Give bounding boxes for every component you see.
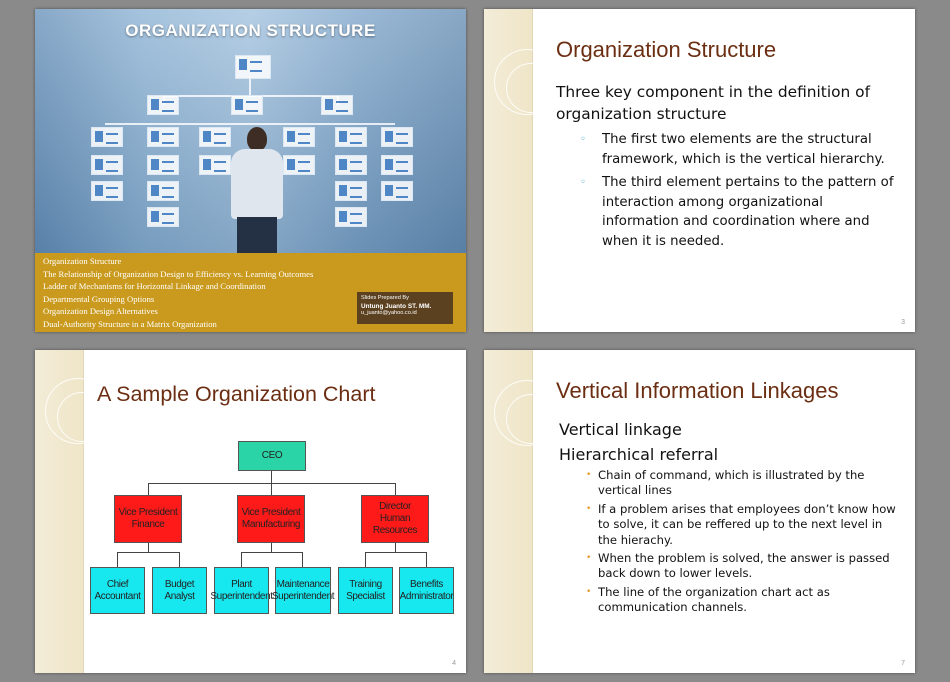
org-box-icon [147,95,179,115]
org-box-icon [231,95,263,115]
topic-list: Organization Structure The Relationship … [43,255,313,331]
org-box-icon [335,207,367,227]
bullet-marker: ◦ [580,134,586,145]
org-box-icon [335,181,367,201]
slide-4-bullets: •Chain of command, which is illustrated … [586,468,904,619]
org-box-icon [321,95,353,115]
slide-1-thumbnail[interactable]: ORGANIZATION STRUCTURE Organization Stru… [35,9,466,332]
org-box-icon [199,155,231,175]
org-box-icon [381,127,413,147]
org-box-icon [147,127,179,147]
bullet-marker: ◦ [580,177,586,188]
title-photo-org-chart [35,9,466,253]
credit-email: u_juanto@yahoo.co.id [361,310,417,316]
slide-number: 3 [901,319,905,326]
org-box-icon [335,127,367,147]
slide-3-thumbnail[interactable]: A Sample Organization Chart CEO Vice Pre… [35,350,466,673]
slide-2-title: Organization Structure [556,37,777,62]
org-box-icon [147,207,179,227]
slide-4-title: Vertical Information Linkages [556,378,839,403]
slide-4-line-hierarchical-referral: Hierarchical referral [559,445,719,464]
org-box-icon [335,155,367,175]
org-box-icon [381,155,413,175]
decorative-band [484,9,560,332]
org-box-icon [283,127,315,147]
topic-item: Dual-Authority Structure in a Matrix Org… [43,318,217,329]
bullet-item: •The line of the organization chart act … [586,584,830,615]
author-credit: Slides Prepared By Untung Juanto ST. MM.… [357,292,453,324]
topic-item: Ladder of Mechanisms for Horizontal Link… [43,281,266,292]
decorative-band [35,350,111,673]
topic-item: Organization Structure [43,256,122,266]
slide-number: 4 [452,660,456,667]
org-box-icon [147,181,179,201]
slide-4-thumbnail[interactable]: Vertical Information Linkages Vertical l… [484,350,915,673]
topic-item: Organization Design Alternatives [43,306,158,317]
credit-name: Untung Juanto ST. MM. [361,302,432,310]
bullet-marker: • [586,586,592,597]
org-box-ceo: CEO [238,441,306,471]
bullet-marker: • [586,553,592,564]
bullet-marker: • [586,470,592,480]
slide-number: 7 [901,660,905,667]
slide-3-title: A Sample Organization Chart [97,382,376,406]
org-box-icon [147,155,179,175]
topic-item: Departmental Grouping Options [43,293,155,304]
org-box-icon [199,127,231,147]
org-box-icon [91,181,123,201]
org-box-icon [283,155,315,175]
org-box-icon [381,181,413,201]
slide-4-line-vertical-linkage: Vertical linkage [559,420,682,439]
bullet-marker: • [586,503,592,514]
businessman-figure [225,127,289,253]
slide-1-title: ORGANIZATION STRUCTURE [125,21,376,40]
org-box-icon [91,155,123,175]
bullet-item: ◦The third element pertains to the patte… [580,175,894,249]
slide-2-lead: Three key component in the definition of… [556,83,871,123]
org-box-icon [91,127,123,147]
org-box-icon [235,55,271,79]
decorative-band [484,350,560,673]
bullet-item: •If a problem arises that employees don’… [586,501,896,547]
topic-item: The Relationship of Organization Design … [43,268,314,279]
slide-2-thumbnail[interactable]: Organization Structure Three key compone… [484,9,915,332]
bullet-item: •Chain of command, which is illustrated … [586,468,865,498]
slide-2-bullets: ◦The first two elements are the structur… [580,130,898,255]
credit-label: Slides Prepared By [361,295,409,301]
bullet-item: •When the problem is solved, the answer … [586,551,890,581]
bullet-item: ◦The first two elements are the structur… [580,132,885,167]
